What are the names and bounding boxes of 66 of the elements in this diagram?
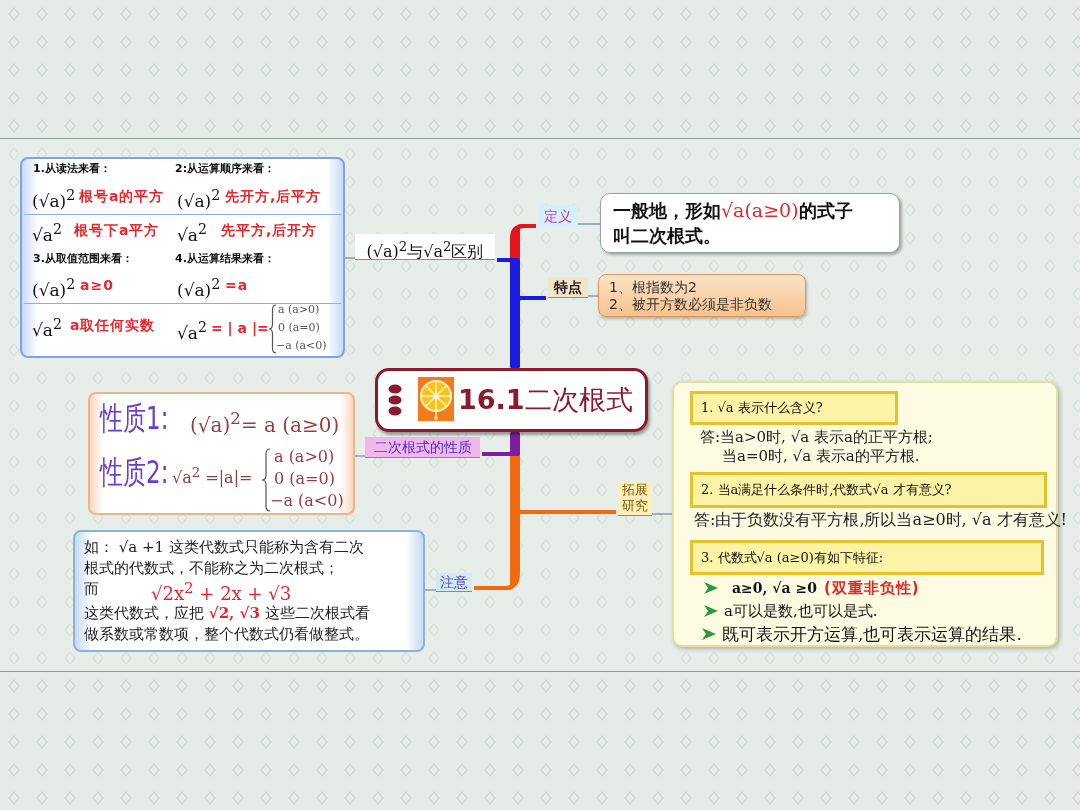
case-condition: a (a>0)	[278, 303, 320, 317]
question-box: 1. √a 表示什么含义?	[690, 391, 898, 425]
case-condition: 0 (a=0)	[274, 468, 335, 490]
property-box	[88, 392, 355, 515]
note-text: 这类代数式，应把 √2, √3 这些二次根式看做系数或常数项，整个代数式仍看做整式。	[84, 603, 371, 645]
answer-text: 答:当a>0时, √a 表示a的正平方根; 当a=0时, √a 表示a的平方根.	[700, 428, 934, 466]
case-condition: 0 (a=0)	[278, 321, 320, 335]
branch-label: 注意	[436, 573, 472, 592]
connector-line	[344, 257, 356, 259]
connector-line	[424, 589, 437, 591]
property-heading: 性质1:	[100, 398, 169, 438]
question-box: 3. 代数式√a (a≥0)有如下特征:	[690, 540, 1044, 575]
description-text: = | a |=	[211, 319, 269, 338]
description-text: =a	[225, 276, 249, 295]
definition-box: 一般地，形如√a(a≥0)的式子叫二次根式。	[600, 193, 900, 253]
bullet-text: a≥0, √a ≥0	[732, 579, 817, 598]
row-heading: 2:从运算顺序来看：	[175, 162, 276, 176]
note-text: 而	[84, 579, 99, 600]
formula: (√a)$^{2}$	[177, 275, 221, 302]
formula: (√a)$^{2}$	[32, 275, 76, 302]
row-heading: 3.从取值范围来看：	[33, 252, 133, 266]
formula: √a$^{2}$	[32, 315, 62, 342]
note-text: 如： √a +1 这类代数式只能称为含有二次根式的代数式，不能称之为二次根式；	[84, 537, 365, 579]
branch-line	[510, 296, 548, 368]
feature-box	[598, 274, 806, 317]
answer-text: 答:由于负数没有平方根,所以当a≥0时, √a 才有意义!	[694, 510, 1068, 530]
central-topic-box	[375, 368, 648, 432]
formula: √a$^{2}$ =|a|=	[172, 464, 253, 490]
bullet-text: 既可表示开方运算,也可表示运算的结果.	[722, 623, 1022, 645]
property-heading: 性质2:	[100, 452, 169, 492]
connector-line	[577, 223, 601, 225]
branch-label: 二次根式的性质	[365, 437, 480, 458]
note-box	[73, 530, 425, 652]
description-text: 先平方,后开方	[221, 221, 318, 240]
description-text: a≥0	[80, 276, 114, 295]
topic-title: 16.1二次根式	[458, 383, 633, 417]
formula: (√a)$^{2}$	[177, 186, 221, 213]
description-text: 先开方,后平方	[225, 187, 322, 206]
bullet-text: a可以是数,也可以是式.	[724, 601, 878, 621]
branch-line	[480, 432, 520, 456]
case-condition: −a (a<0)	[270, 490, 344, 512]
formula: √a$^{2}$	[177, 318, 207, 345]
list-item: 1、根指数为2	[609, 279, 697, 296]
case-condition: −a (a<0)	[276, 339, 327, 353]
branch-label: 拓展研究	[618, 481, 652, 516]
branch-label: 特点	[548, 277, 588, 298]
branch-label: (√a)$^{2}$与√a$^{2}$区别	[355, 234, 495, 260]
formula: √a$^{2}$	[32, 220, 62, 247]
formula: √2x$^{2}$ + 2x + √3	[151, 578, 292, 605]
case-condition: a (a>0)	[274, 446, 335, 468]
bullet-note: (双重非负性)	[824, 578, 920, 598]
row-heading: 1.从读法来看：	[33, 162, 111, 176]
comparison-table	[20, 157, 345, 358]
list-item: 2、被开方数必须是非负数	[609, 296, 772, 313]
question-box: 2. 当a满足什么条件时,代数式√a 才有意义?	[690, 472, 1047, 508]
formula: (√a)$^{2}$	[32, 186, 76, 213]
branch-label: 定义	[538, 205, 578, 227]
formula: √a$^{2}$	[177, 220, 207, 247]
connector-line	[354, 455, 366, 457]
formula: (√a)$^{2}$= a (a≥0)	[190, 408, 340, 439]
description-text: 根号a的平方	[79, 187, 165, 206]
description-text: 根号下a平方	[74, 221, 160, 240]
connector-line	[587, 295, 599, 297]
connector-line	[651, 513, 673, 515]
description-text: a取任何实数	[70, 316, 156, 335]
row-heading: 4.从运算结果来看：	[175, 252, 275, 266]
